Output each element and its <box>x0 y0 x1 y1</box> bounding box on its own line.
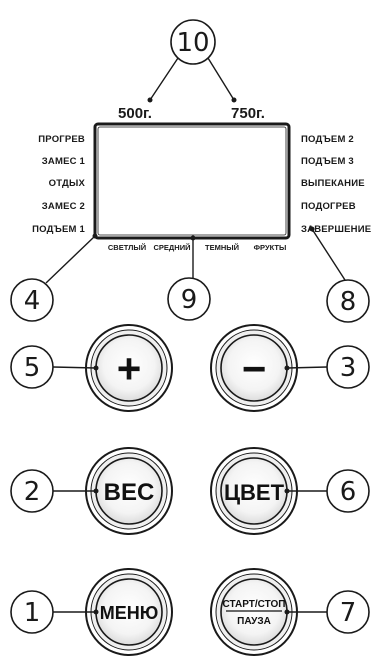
leader-dot <box>284 488 290 494</box>
start-stop-label: СТАРТ/СТОП <box>223 599 286 610</box>
plus-button[interactable]: + <box>85 324 173 412</box>
callout-4: 4 <box>10 278 54 322</box>
leader-line <box>149 57 179 101</box>
stage-label: ОТДЫХ <box>49 178 86 189</box>
minus-button[interactable]: − <box>210 324 298 412</box>
leader-line <box>45 235 96 284</box>
leader-dot <box>93 365 99 371</box>
crust-mode-label: ТЕМНЫЙ <box>205 243 239 252</box>
pause-label: ПАУЗА <box>237 616 271 627</box>
callout-7: 7 <box>326 590 370 634</box>
callout-number: 5 <box>24 353 41 383</box>
stage-label: ПОДОГРЕВ <box>301 201 356 212</box>
callout-number: 10 <box>176 28 209 58</box>
plus-icon: + <box>117 345 142 392</box>
color-button-label: ЦВЕТ <box>224 480 285 505</box>
crust-mode-label: ФРУКТЫ <box>254 243 287 252</box>
leader-line <box>286 366 328 369</box>
stage-label: ПОДЪЕМ 2 <box>301 134 354 145</box>
leader-line <box>207 57 235 101</box>
leader-dot <box>93 488 99 494</box>
callout-2: 2 <box>10 469 54 513</box>
callout-number: 1 <box>24 598 41 628</box>
callout-3: 3 <box>326 345 370 389</box>
color-button[interactable]: ЦВЕТ <box>210 447 298 535</box>
crust-mode-label: СРЕДНИЙ <box>154 243 191 252</box>
callout-10: 10 <box>170 19 216 65</box>
weight-button-label: ВЕС <box>104 479 155 506</box>
weight-button[interactable]: ВЕС <box>85 447 173 535</box>
callout-number: 4 <box>24 286 41 316</box>
callout-number: 3 <box>340 353 357 383</box>
right-stage-list: ПОДЪЕМ 2 ПОДЪЕМ 3 ВЫПЕКАНИЕ ПОДОГРЕВ ЗАВ… <box>301 134 371 235</box>
menu-button-label: МЕНЮ <box>100 603 159 623</box>
leader-dot <box>147 97 153 103</box>
minus-icon: − <box>242 345 267 392</box>
stage-label: ЗАМЕС 2 <box>42 201 85 212</box>
callout-8: 8 <box>326 279 370 323</box>
callout-number: 8 <box>340 287 357 317</box>
callout-number: 7 <box>340 598 357 628</box>
stage-label: ПОДЪЕМ 3 <box>301 156 354 167</box>
weight-750-indicator: 750г. <box>231 105 265 122</box>
callout-9: 9 <box>167 277 211 321</box>
menu-button[interactable]: МЕНЮ <box>85 568 173 656</box>
callout-1: 1 <box>10 590 54 634</box>
stage-label: ЗАВЕРШЕНИЕ <box>301 224 371 235</box>
weight-500-indicator: 500г. <box>118 105 152 122</box>
start-stop-pause-button[interactable]: СТАРТ/СТОП ПАУЗА <box>210 568 298 656</box>
display-screen <box>93 122 291 240</box>
callout-5: 5 <box>10 345 54 389</box>
display-screen-inner <box>97 126 287 236</box>
leader-dot <box>231 97 237 103</box>
leader-line <box>311 228 346 281</box>
left-stage-list: ПРОГРЕВ ЗАМЕС 1 ОТДЫХ ЗАМЕС 2 ПОДЪЕМ 1 <box>32 134 85 235</box>
leader-dot <box>93 609 99 615</box>
leader-dot <box>284 609 290 615</box>
stage-label: ПОДЪЕМ 1 <box>32 224 85 235</box>
callout-number: 2 <box>24 477 41 507</box>
crust-mode-list: СВЕТЛЫЙ СРЕДНИЙ ТЕМНЫЙ ФРУКТЫ <box>108 243 286 252</box>
callout-6: 6 <box>326 469 370 513</box>
callout-number: 6 <box>340 477 357 507</box>
callout-number: 9 <box>181 285 198 315</box>
leader-dot <box>284 365 290 371</box>
leader-line <box>52 366 97 369</box>
crust-mode-label: СВЕТЛЫЙ <box>108 243 146 252</box>
stage-label: ЗАМЕС 1 <box>42 156 86 167</box>
stage-label: ВЫПЕКАНИЕ <box>301 178 365 189</box>
stage-label: ПРОГРЕВ <box>38 134 85 145</box>
